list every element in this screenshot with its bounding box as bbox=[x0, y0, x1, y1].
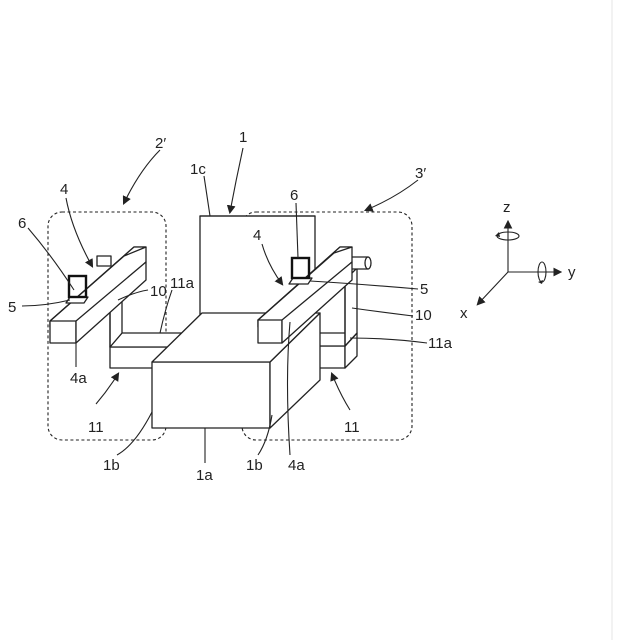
cylinder-left bbox=[97, 256, 111, 266]
label-unit-right: 3′ bbox=[415, 165, 426, 182]
label-arm-end-left: 4a bbox=[70, 370, 87, 387]
label-support-left: 10 bbox=[150, 283, 167, 300]
label-unit-left: 2′ bbox=[155, 135, 166, 152]
label-block-right: 11 bbox=[344, 419, 360, 436]
label-base-right: 1b bbox=[246, 457, 263, 474]
label-block-top-right: 11a bbox=[428, 335, 453, 352]
label-arm-end-right: 4a bbox=[288, 457, 305, 474]
label-robot: 1 bbox=[239, 129, 247, 146]
label-base: 1a bbox=[196, 467, 213, 484]
label-arm-left: 4 bbox=[60, 181, 68, 198]
axis-label-y: y bbox=[568, 264, 576, 281]
label-sensor-right: 6 bbox=[290, 187, 298, 204]
label-gripper-right: 5 bbox=[420, 281, 428, 298]
cylinder-right bbox=[350, 257, 371, 269]
label-column: 1c bbox=[190, 161, 206, 178]
coordinate-axes: z y x bbox=[460, 199, 576, 322]
label-block-top-left: 11a bbox=[170, 275, 195, 292]
axis-label-z: z bbox=[503, 199, 511, 216]
label-arm-right: 4 bbox=[253, 227, 261, 244]
label-sensor-left: 6 bbox=[18, 215, 26, 232]
label-gripper-left: 5 bbox=[8, 299, 16, 316]
label-base-left: 1b bbox=[103, 457, 120, 474]
axis-label-x: x bbox=[460, 305, 468, 322]
label-block-left: 11 bbox=[88, 419, 104, 436]
label-support-right: 10 bbox=[415, 307, 432, 324]
